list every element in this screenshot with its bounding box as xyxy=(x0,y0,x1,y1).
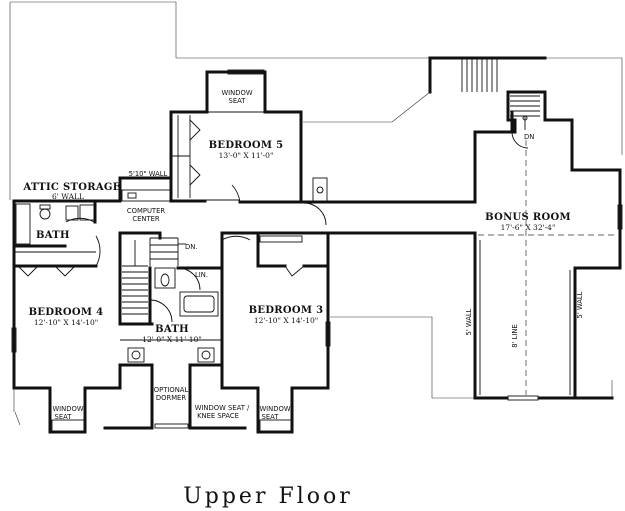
window-seat-right-line1: WINDOW xyxy=(259,405,290,413)
eight-line-label: 8' LINE xyxy=(511,324,519,348)
window-seat-top-line2: SEAT xyxy=(229,97,247,105)
computer-center-line2: CENTER xyxy=(132,215,160,223)
bedroom3-dims: 12'-10" X 14'-10" xyxy=(254,316,318,325)
bonus-room-dims: 17'-6" X 32'-4" xyxy=(501,223,556,232)
bonus-stair-down-label: DN xyxy=(524,133,534,141)
plan-caption: Upper Floor xyxy=(183,484,353,509)
window-seat-left-line1: WINDOW xyxy=(52,405,83,413)
annotations: WINDOW SEAT 5'10" WALL COMPUTER CENTER D… xyxy=(52,89,584,421)
window-seat-knee-line2: KNEE SPACE xyxy=(197,412,239,420)
fixtures xyxy=(11,58,623,433)
bedroom4-dims: 12'-10" X 14'-10" xyxy=(34,318,98,327)
bedroom5-dims: 13'-0" X 11'-0" xyxy=(219,151,274,160)
optional-dormer-line2: DORMER xyxy=(156,394,186,402)
bedroom3-name: BEDROOM 3 xyxy=(249,305,324,316)
bedroom5-name: BEDROOM 5 xyxy=(209,140,284,151)
bath-small-name: BATH xyxy=(36,230,70,241)
bath-main-name: BATH xyxy=(155,324,189,335)
roof-outline xyxy=(9,1,623,426)
linen-label: LIN. xyxy=(195,271,208,279)
bedroom4-name: BEDROOM 4 xyxy=(29,307,104,318)
stair-down-label: DN. xyxy=(185,243,197,251)
room-labels: BEDROOM 5 13'-0" X 11'-0" ATTIC STORAGE … xyxy=(22,140,571,344)
optional-dormer-line1: OPTIONAL xyxy=(154,386,189,394)
bath-main-dims: 12'-0" X 11'-10" xyxy=(142,335,202,344)
computer-center-line1: COMPUTER xyxy=(127,207,165,215)
attic-storage-note: 6' WALL xyxy=(52,192,84,201)
stairs-main xyxy=(118,231,179,315)
five-wall-left-label: 5' WALL xyxy=(465,308,473,335)
five-wall-right-label: 5' WALL xyxy=(576,291,584,318)
attic-storage-name: ATTIC STORAGE xyxy=(22,182,120,193)
stairs-bonus xyxy=(461,58,540,130)
window-seat-right-line2: SEAT xyxy=(262,413,280,421)
window-seat-left-line2: SEAT xyxy=(55,413,73,421)
walls xyxy=(12,56,622,434)
window-seat-top-line1: WINDOW xyxy=(221,89,252,97)
bonus-room-name: BONUS ROOM xyxy=(485,212,571,223)
window-seat-knee-line1: WINDOW SEAT / xyxy=(195,404,250,412)
wall-5-10-label: 5'10" WALL xyxy=(129,170,168,178)
